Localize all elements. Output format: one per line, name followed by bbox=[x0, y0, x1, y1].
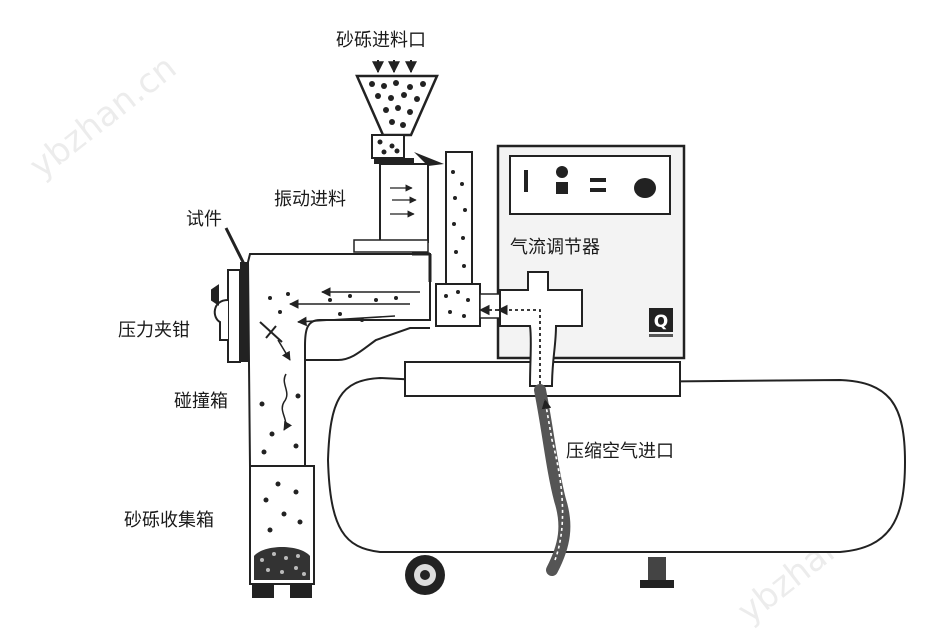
control-cabinet: Q bbox=[496, 144, 686, 360]
label-compressed-air-inlet: 压缩空气进口 bbox=[566, 441, 674, 462]
pressure-clamp bbox=[211, 269, 241, 363]
panel-logo: Q bbox=[654, 312, 668, 332]
label-gravel-collection-box: 砂砾收集箱 bbox=[124, 510, 214, 531]
air-hose bbox=[534, 384, 571, 576]
gravel-collection-box bbox=[249, 465, 315, 598]
label-feed-inlet: 砂砾进料口 bbox=[336, 30, 426, 51]
impact-path bbox=[259, 321, 301, 455]
vibration-feeder bbox=[353, 152, 444, 253]
feed-hopper bbox=[355, 60, 439, 164]
label-pressure-clamp: 压力夹钳 bbox=[118, 320, 190, 341]
air-regulator-cross bbox=[478, 271, 583, 387]
apparatus-drawing: Q bbox=[211, 60, 907, 598]
tank-foot bbox=[640, 557, 674, 588]
label-specimen: 试件 bbox=[186, 209, 222, 230]
label-air-regulator: 气流调节器 bbox=[510, 237, 600, 258]
label-impact-box: 碰撞箱 bbox=[174, 391, 228, 412]
nozzle-block bbox=[435, 283, 501, 327]
specimen-plate bbox=[224, 227, 249, 362]
diagram-canvas: ybzhan.cn ybzhan.cn bbox=[22, 30, 907, 632]
tank-wheel bbox=[405, 555, 445, 595]
feed-tube bbox=[445, 151, 473, 287]
label-vibration-feed: 振动进料 bbox=[274, 189, 346, 210]
acceleration-tube bbox=[246, 252, 432, 467]
